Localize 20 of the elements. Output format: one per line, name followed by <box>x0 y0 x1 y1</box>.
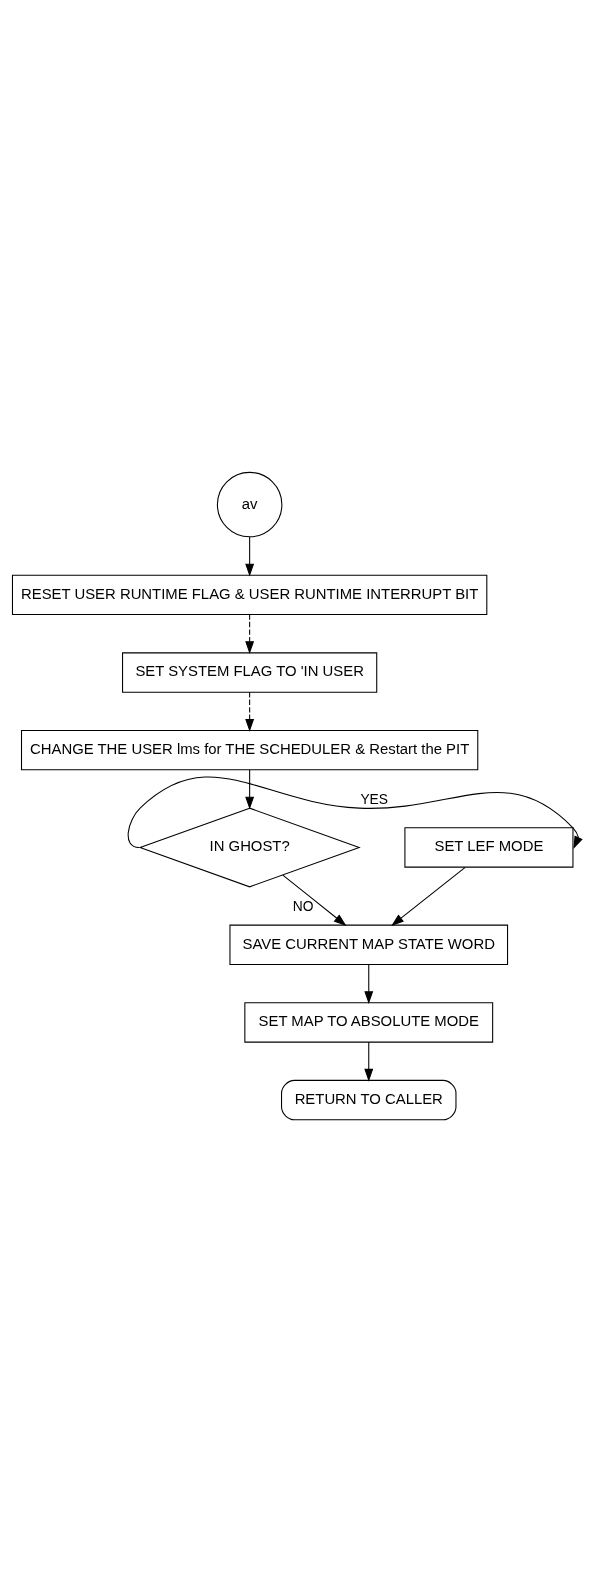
arrow <box>364 1041 374 1082</box>
arrow <box>127 776 583 849</box>
node-box: SET LEF MODE <box>404 827 574 868</box>
arrow <box>391 866 466 926</box>
node-box: SET MAP TO ABSOLUTE MODE <box>244 1002 494 1043</box>
arrow <box>364 964 374 1004</box>
edge-label: YES <box>360 791 389 808</box>
node-diamond: IN GHOST? <box>138 807 361 888</box>
arrow <box>282 874 347 926</box>
node-circle: av <box>216 471 283 538</box>
edge-label: NO <box>292 897 314 914</box>
arrow <box>245 536 255 577</box>
arrow <box>245 614 255 655</box>
node-box: RESET USER RUNTIME FLAG & USER RUNTIME INTERRUPT BIT <box>11 574 488 616</box>
arrow <box>245 691 255 732</box>
arrow <box>245 769 255 810</box>
node-box: CHANGE THE USER lms for THE SCHEDULER & Restart the PIT <box>21 729 479 771</box>
node-box: SET SYSTEM FLAG TO 'IN USER <box>122 652 378 693</box>
node-box: SAVE CURRENT MAP STATE WORD <box>229 924 509 965</box>
node-box: RETURN TO CALLER <box>281 1079 457 1121</box>
